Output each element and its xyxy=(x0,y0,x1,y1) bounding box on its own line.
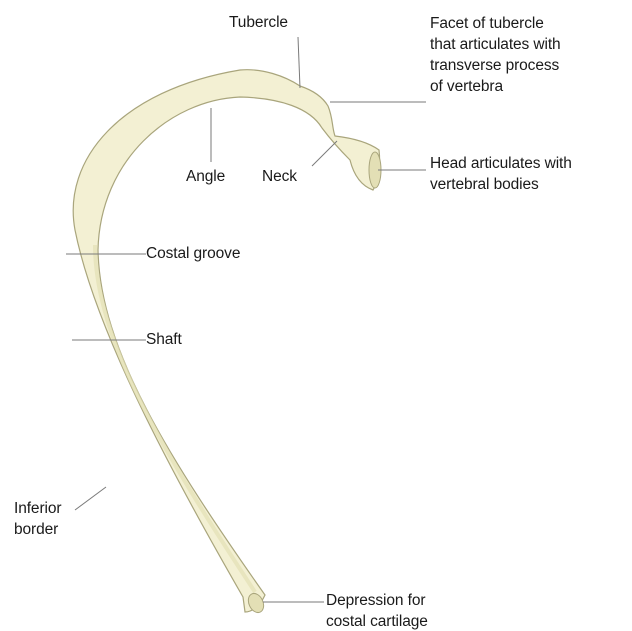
facet-line-3: transverse process xyxy=(430,55,561,76)
facet-line-2: that articulates with xyxy=(430,34,561,55)
label-angle-text: Angle xyxy=(186,166,225,187)
neck-leader xyxy=(312,141,337,166)
label-tubercle: Tubercle xyxy=(229,12,288,33)
head-line-2: vertebral bodies xyxy=(430,174,572,195)
depression-line-2: costal cartilage xyxy=(326,611,428,631)
tubercle-leader xyxy=(298,37,300,88)
inferior-line-1: Inferior xyxy=(14,498,61,519)
label-neck-text: Neck xyxy=(262,166,297,187)
label-neck: Neck xyxy=(262,166,297,187)
inferior-line-2: border xyxy=(14,519,61,540)
rib-bone xyxy=(73,70,379,612)
label-costal-groove: Costal groove xyxy=(146,243,240,264)
label-tubercle-text: Tubercle xyxy=(229,12,288,33)
label-costal-groove-text: Costal groove xyxy=(146,243,240,264)
head-line-1: Head articulates with xyxy=(430,153,572,174)
depression-line-1: Depression for xyxy=(326,590,428,611)
costal-groove-shading xyxy=(95,245,255,592)
label-angle: Angle xyxy=(186,166,225,187)
label-shaft-text: Shaft xyxy=(146,329,182,350)
inferior-border-leader xyxy=(75,487,106,510)
label-inferior-border: Inferior border xyxy=(14,498,61,540)
facet-line-1: Facet of tubercle xyxy=(430,13,561,34)
label-head: Head articulates with vertebral bodies xyxy=(430,153,572,195)
label-shaft: Shaft xyxy=(146,329,182,350)
facet-line-4: of vertebra xyxy=(430,76,561,97)
label-depression: Depression for costal cartilage xyxy=(326,590,428,631)
label-facet-of-tubercle: Facet of tubercle that articulates with … xyxy=(430,13,561,97)
